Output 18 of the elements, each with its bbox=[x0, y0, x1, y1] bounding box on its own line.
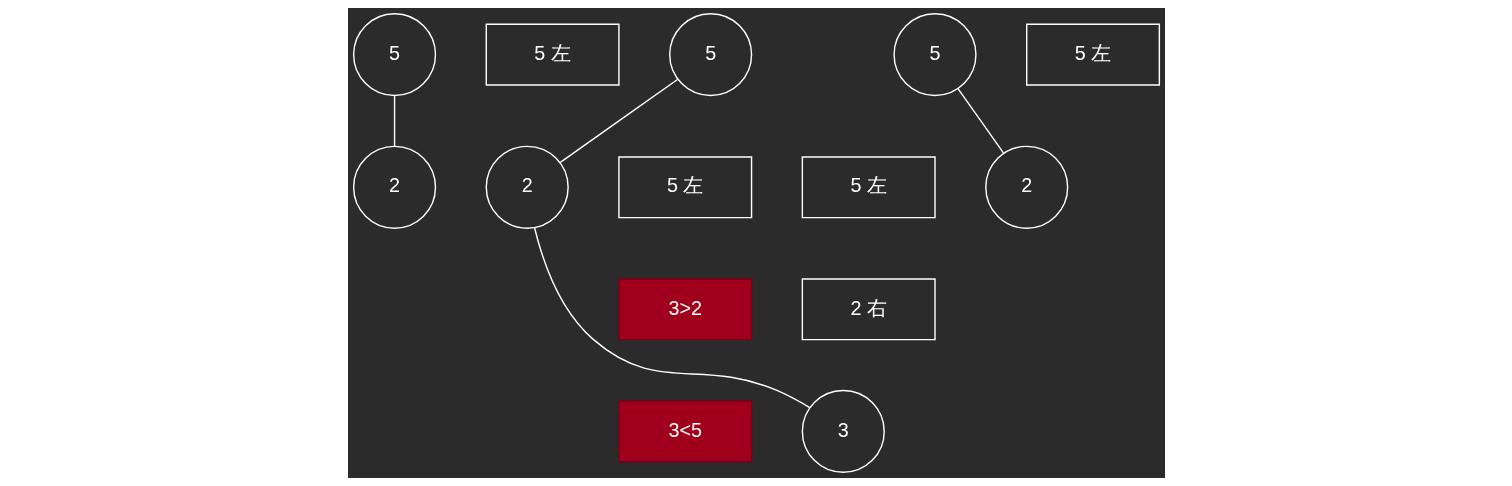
connector bbox=[533, 227, 810, 409]
node-box: 3<5 bbox=[617, 400, 752, 463]
node-box: 5 左 bbox=[1025, 23, 1160, 86]
node-box: 5 左 bbox=[485, 23, 620, 86]
connector bbox=[393, 95, 395, 147]
node-circle: 5 bbox=[352, 13, 436, 97]
node-circle: 2 bbox=[352, 145, 436, 229]
node-circle: 3 bbox=[801, 389, 885, 473]
node-circle: 5 bbox=[892, 13, 977, 97]
node-box: 2 右 bbox=[801, 278, 936, 341]
connector bbox=[956, 88, 1004, 154]
node-circle: 2 bbox=[984, 145, 1068, 229]
node-circle: 2 bbox=[485, 145, 569, 229]
node-box: 3>2 bbox=[617, 278, 752, 341]
node-box: 5 左 bbox=[801, 156, 936, 219]
node-circle: 5 bbox=[668, 13, 752, 97]
node-box: 5 左 bbox=[617, 156, 752, 219]
connector bbox=[559, 78, 679, 164]
